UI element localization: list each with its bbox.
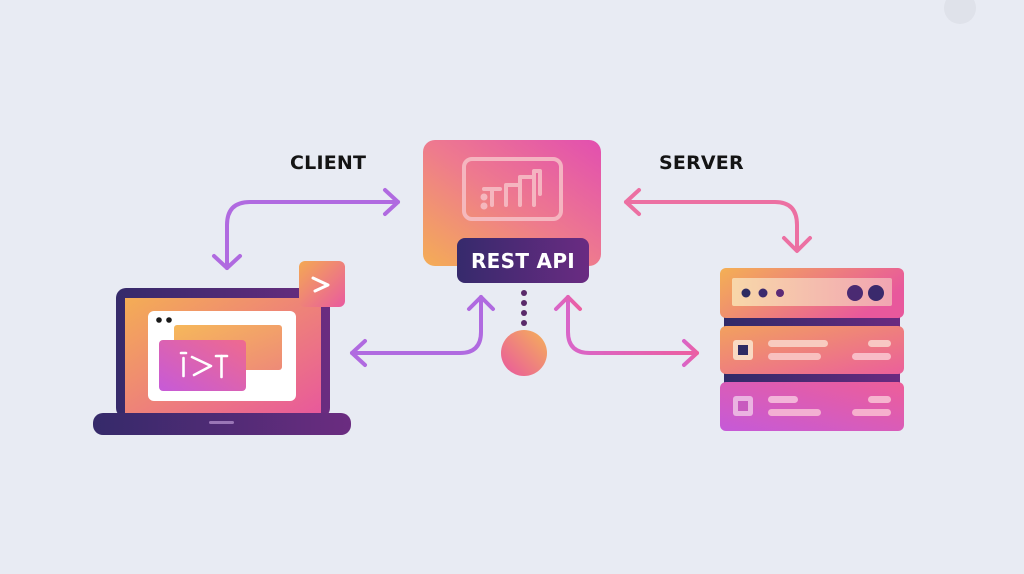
hub-circle[interactable] <box>501 330 547 376</box>
api-badge-label: REST API <box>470 248 576 273</box>
api-node[interactable] <box>423 140 601 283</box>
server-label: SERVER <box>659 152 744 174</box>
client-label: CLIENT <box>290 152 367 174</box>
window-dot <box>166 317 172 323</box>
arrow-client-api-bottom <box>350 295 495 367</box>
server-icon <box>720 268 904 431</box>
arrow-server-api-top <box>624 188 812 253</box>
client-laptop[interactable] <box>93 261 351 435</box>
chevron-right-icon <box>311 276 330 293</box>
front-panel <box>159 340 246 391</box>
api-card <box>423 140 601 266</box>
arrow-client-api-top <box>212 188 400 270</box>
background-smudge <box>944 0 976 24</box>
dotted-connector <box>521 290 527 326</box>
chart-bars-icon <box>462 157 563 221</box>
server-node[interactable] <box>720 268 904 431</box>
code-glyph-icon <box>179 351 229 379</box>
window-dot <box>156 317 162 323</box>
api-badge <box>457 238 589 283</box>
terminal-badge[interactable] <box>299 261 345 307</box>
arrow-server-api-bottom <box>554 295 699 367</box>
